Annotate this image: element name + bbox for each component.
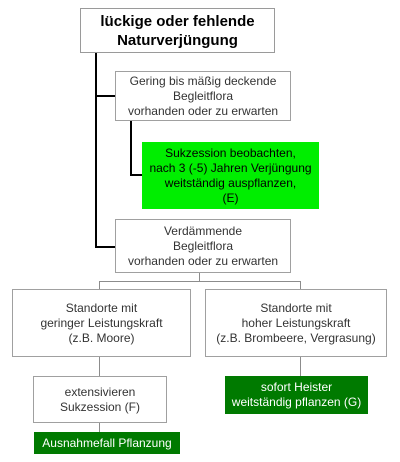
node-extensivieren-sukzession: extensivieren Sukzession (F) [33, 376, 167, 423]
connector-root-trunk [95, 52, 97, 248]
node-ausnahmefall-pflanzung: Ausnahmefall Pflanzung [34, 432, 180, 454]
node-sofort-heister: sofort Heister weitständig pflanzen (G) [225, 376, 368, 414]
connector-to-hoher [300, 281, 301, 289]
connector-geringer-to-extensivieren [99, 357, 100, 376]
connector-split-horizontal [99, 281, 301, 282]
connector-to-geringer [99, 281, 100, 289]
connector-hoher-to-heister [300, 357, 301, 376]
connector-to-verdaemmende [95, 246, 115, 248]
node-standorte-hoher-leistungskraft: Standorte mit hoher Leistungskraft (z.B.… [205, 289, 387, 357]
connector-gering-trunk [130, 120, 132, 176]
node-verdaemmende-begleitflora: Verdämmende Begleitflora vorhanden oder … [115, 219, 291, 273]
node-naturverjuengung: lückige oder fehlende Naturverjüngung [80, 8, 275, 53]
node-gering-deckende-begleitflora: Gering bis mäßig deckende Begleitflora v… [115, 71, 291, 121]
node-standorte-geringer-leistungskraft: Standorte mit geringer Leistungskraft (z… [12, 289, 191, 357]
connector-extensivieren-to-ausnahme [99, 423, 100, 432]
node-sukzession-beobachten: Sukzession beobachten, nach 3 (-5) Jahre… [142, 142, 319, 209]
connector-to-gering [95, 95, 115, 97]
connector-to-sukzession [130, 174, 142, 176]
connector-verdaemmende-down [199, 272, 200, 281]
